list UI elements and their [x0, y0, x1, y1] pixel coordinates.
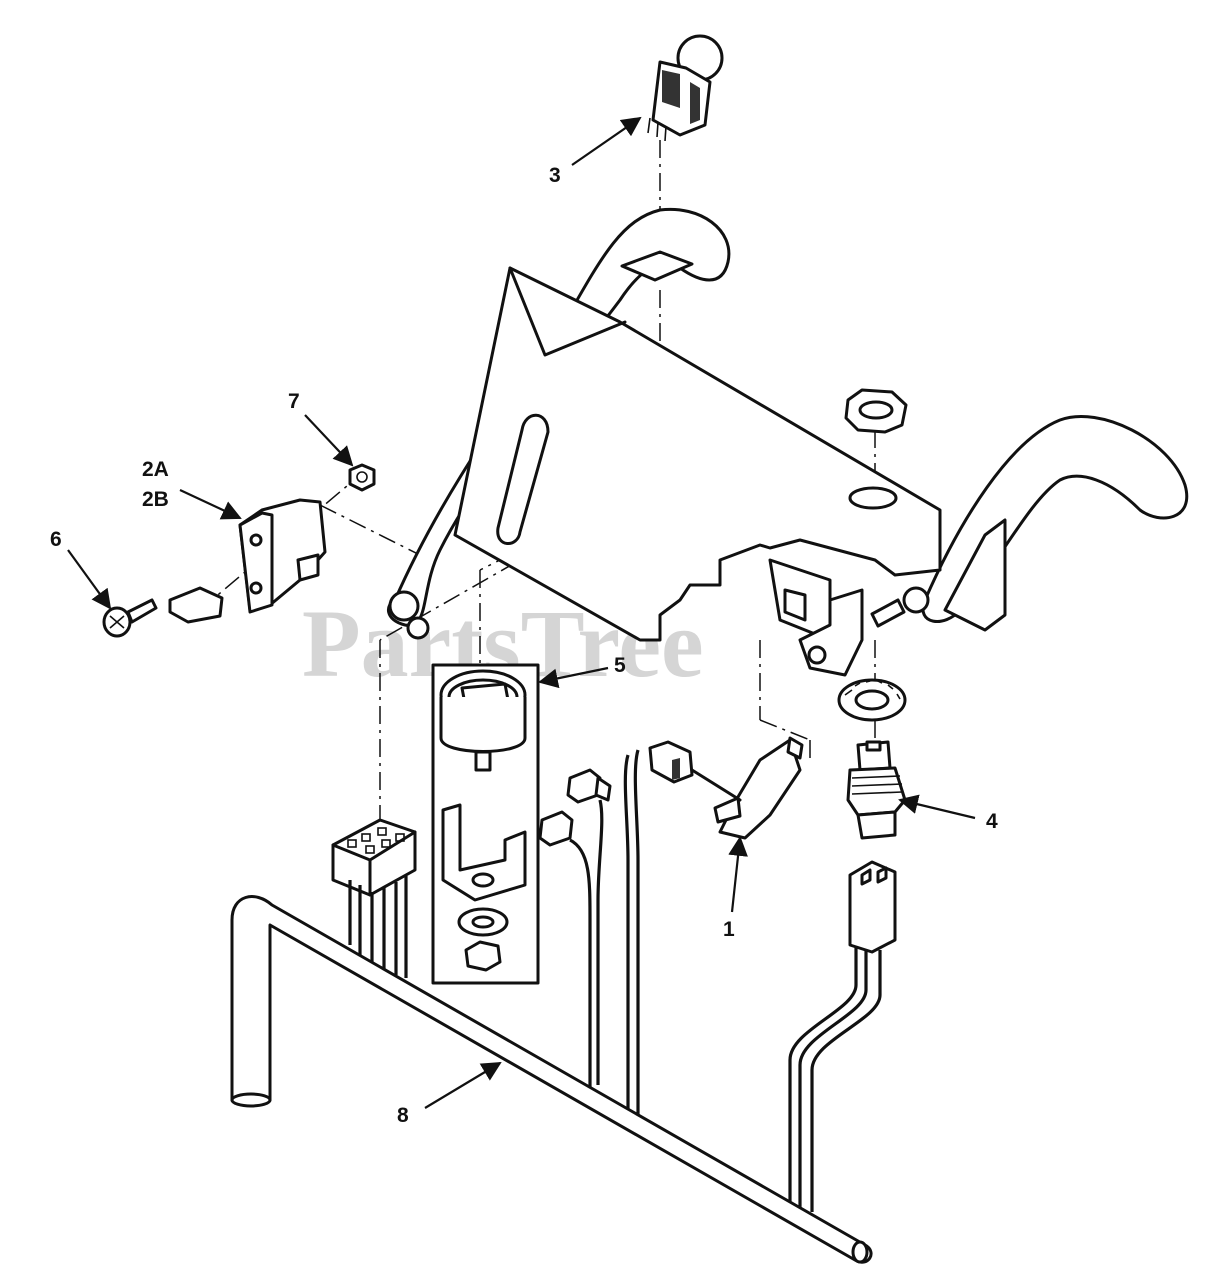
lock-washer — [837, 678, 907, 722]
screw-6 — [102, 598, 158, 638]
switch-1 — [648, 736, 804, 840]
switch-3 — [647, 34, 724, 142]
sensor-4 — [846, 740, 907, 840]
wiring-harness-8 — [230, 895, 873, 1264]
callout-5: 5 — [614, 654, 626, 677]
callout-2b: 2B — [142, 488, 169, 511]
callout-3: 3 — [549, 164, 561, 187]
small-connectors — [538, 749, 640, 1115]
nut-7 — [348, 463, 376, 492]
callout-1: 1 — [723, 918, 735, 941]
callout-6: 6 — [50, 528, 62, 551]
callout-4: 4 — [986, 810, 998, 833]
hour-meter-kit-5 — [431, 663, 540, 985]
connector-4 — [788, 860, 897, 1212]
callout-7: 7 — [288, 390, 300, 413]
leader-arrows — [67, 116, 976, 1109]
stud-bolt — [870, 598, 906, 628]
harness-connector-block — [331, 818, 417, 978]
hex-nut-large — [844, 388, 908, 434]
switch-2a-2b — [168, 498, 327, 624]
control-panel — [388, 250, 942, 677]
callout-8: 8 — [397, 1104, 409, 1127]
handlebar-frame — [386, 207, 1189, 632]
callout-2a: 2A — [142, 458, 169, 481]
